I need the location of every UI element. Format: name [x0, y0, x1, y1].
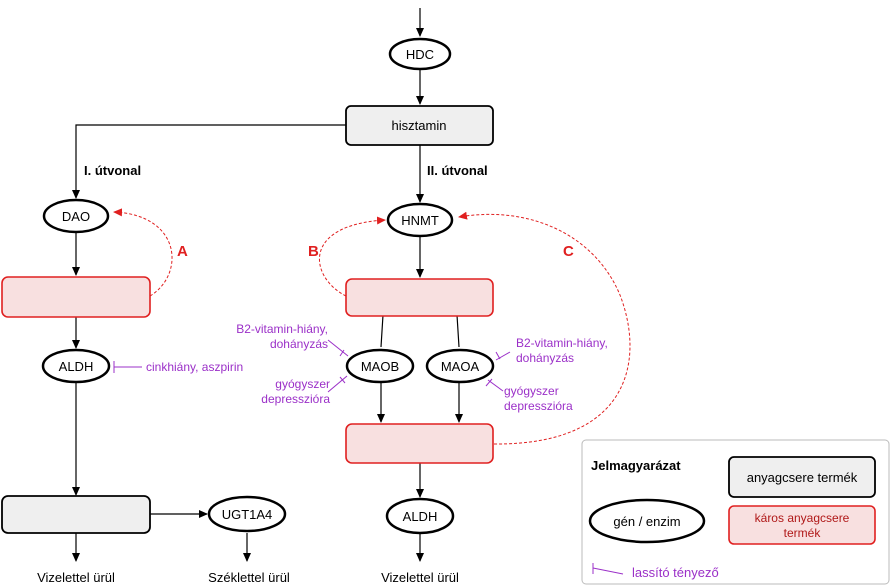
- legend-metabolite-swatch: [728, 456, 876, 498]
- inhibitor-maoa-drug-line2: depresszióra: [504, 399, 573, 413]
- legend: Jelmagyarázat anyagcsere termék gén / en…: [581, 439, 890, 585]
- inhibitor-aldh-text: cinkhiány, aszpirin: [146, 360, 243, 374]
- inhibitor-line-maob-1: [327, 339, 349, 357]
- legend-inhibitor-label: lassító tényező: [632, 565, 719, 580]
- inhibitor-line-maob-2: [327, 375, 348, 393]
- aldh-right-label: ALDH: [403, 509, 438, 524]
- maoa-label: MAOA: [441, 359, 480, 374]
- marker-a: A: [177, 243, 188, 260]
- legend-gene-label: gén / enzim: [613, 514, 680, 529]
- inhibitor-maob-drug-line2: depresszióra: [261, 392, 330, 406]
- inhibitor-bar-maoa-2: [485, 378, 493, 387]
- line-product-to-maoa: [456, 314, 460, 348]
- harmful-product-mao: [345, 423, 494, 464]
- hnmt-label: HNMT: [401, 213, 439, 228]
- dao-label: DAO: [62, 209, 90, 224]
- line-product-to-maob: [380, 314, 384, 348]
- legend-harmful-label-line2: termék: [784, 526, 822, 540]
- node-hdc: HDC: [388, 37, 452, 71]
- inhibitor-maoa-deficiency-line2: dohányzás: [516, 351, 574, 365]
- arrow-histamine-to-dao: [72, 124, 346, 199]
- hdc-label: HDC: [406, 47, 434, 62]
- node-dao: DAO: [42, 198, 110, 234]
- harmful-product-hnmt: [345, 278, 494, 317]
- legend-inhibitor-line: [592, 567, 624, 575]
- pathway-2-label: II. útvonal: [427, 163, 488, 178]
- inhibitor-maob-drug-line1: gyógyszer: [275, 377, 330, 391]
- feedback-arrow-c: [458, 211, 631, 445]
- node-hnmt: HNMT: [386, 202, 454, 238]
- output-urine-left: Vizelettel ürül: [37, 570, 115, 585]
- ugt1a4-label: UGT1A4: [222, 507, 273, 522]
- legend-title: Jelmagyarázat: [591, 458, 681, 473]
- maob-label: MAOB: [361, 359, 399, 374]
- histamine-label: hisztamin: [392, 118, 447, 133]
- feedback-arrow-a: [113, 208, 173, 297]
- node-aldh-right: ALDH: [385, 497, 455, 535]
- node-maoa: MAOA: [425, 348, 495, 384]
- node-histamine: hisztamin: [345, 105, 494, 146]
- output-urine-right: Vizelettel ürül: [381, 570, 459, 585]
- legend-harmful-label-line1: káros anyagcsere: [755, 511, 850, 525]
- pathway-1-label: I. útvonal: [84, 163, 141, 178]
- inhibitor-maoa-drug-line1: gyógyszer: [504, 384, 559, 398]
- marker-c: C: [563, 243, 574, 260]
- inhibitor-texts: cinkhiány, aszpirin B2-vitamin-hiány, do…: [146, 322, 608, 413]
- output-stool: Széklettel ürül: [208, 570, 290, 585]
- node-ugt1a4: UGT1A4: [207, 495, 287, 533]
- final-product-left: [1, 495, 151, 534]
- marker-b: B: [308, 243, 319, 260]
- inhibitor-maob-deficiency-line2: dohányzás: [270, 337, 328, 351]
- inhibitor-bar-maoa-1: [495, 351, 501, 360]
- inhibitor-lines: [113, 339, 511, 393]
- connectors: [72, 8, 463, 562]
- inhibitor-maob-deficiency-line1: B2-vitamin-hiány,: [236, 322, 328, 336]
- feedback-arrows: [113, 208, 631, 445]
- node-maob: MAOB: [345, 348, 415, 384]
- inhibitor-bar-maob-2: [339, 376, 346, 384]
- legend-metabolite-label: anyagcsere termék: [747, 470, 858, 485]
- legend-harmful-swatch: [728, 505, 876, 545]
- inhibitor-maoa-deficiency-line1: B2-vitamin-hiány,: [516, 336, 608, 350]
- aldh-left-label: ALDH: [59, 359, 94, 374]
- harmful-product-left: [1, 276, 151, 318]
- node-aldh-left: ALDH: [41, 348, 111, 384]
- inhibitor-line-maoa-2: [487, 379, 504, 392]
- legend-gene-swatch: [588, 498, 706, 544]
- inhibitor-bar-maob-1: [339, 349, 345, 357]
- inhibitor-line-maoa-1: [495, 351, 511, 361]
